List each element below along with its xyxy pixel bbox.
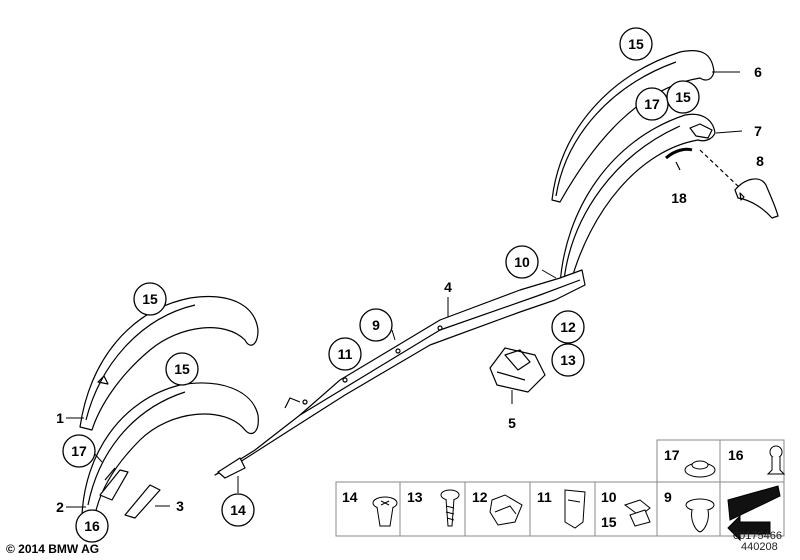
front-wheel-arch-extension <box>81 382 259 516</box>
callout-label: 16 <box>84 518 100 534</box>
document-number-secondary: 440208 <box>741 541 778 553</box>
screw-plug-icon <box>766 445 786 475</box>
callout-label: 15 <box>628 36 644 52</box>
callout-16 <box>75 509 109 543</box>
expanding-rivet-icon <box>372 496 398 527</box>
callout-label: 8 <box>756 153 764 169</box>
tape-arrow-icon <box>727 485 781 542</box>
legend-number: 13 <box>407 489 423 505</box>
clip-icon <box>564 489 586 529</box>
legend-number: 12 <box>472 489 488 505</box>
legend-number: 17 <box>664 447 680 463</box>
legend-number: 11 <box>537 489 552 505</box>
legend-number: 10 <box>601 489 617 505</box>
legend-number: 14 <box>342 489 358 505</box>
legend-number: 15 <box>601 514 617 530</box>
seal-strip <box>665 147 693 160</box>
callout-label: 4 <box>444 279 452 295</box>
callout-13 <box>551 343 585 377</box>
callout-15-front-top <box>133 282 167 316</box>
cover-cap <box>734 178 779 219</box>
legend-number: 16 <box>728 447 744 463</box>
callout-9 <box>359 308 393 342</box>
small-parts-legend <box>335 439 785 537</box>
flap-trim <box>99 467 161 519</box>
callout-11 <box>328 337 362 371</box>
copyright-notice: © 2014 BMW AG <box>6 542 100 556</box>
callout-label: 10 <box>514 254 530 270</box>
screw-icon <box>440 489 460 527</box>
callout-label: 3 <box>176 498 184 514</box>
callout-label: 14 <box>230 502 246 518</box>
callout-17-front <box>62 434 96 468</box>
callout-label: 15 <box>142 291 158 307</box>
mounting-bracket <box>489 347 546 393</box>
callout-label: 12 <box>560 319 576 335</box>
callout-15-rear-top <box>619 27 653 61</box>
callout-12 <box>551 310 585 344</box>
callout-label: 7 <box>754 123 762 139</box>
callout-label: 9 <box>372 317 380 333</box>
document-number: 00175466 <box>733 530 782 542</box>
callout-10 <box>505 245 539 279</box>
callout-15-front-mid <box>165 352 199 386</box>
callout-label: 6 <box>754 64 762 80</box>
callout-15-rear-mid <box>666 80 700 114</box>
callout-label: 17 <box>71 443 87 459</box>
front-wheel-arch-trim <box>79 296 259 431</box>
rear-wheel-arch-extension <box>559 113 716 286</box>
callout-label: 17 <box>644 96 660 112</box>
side-skirt <box>214 269 586 479</box>
nut-clip-icon <box>489 494 523 526</box>
callout-label: 15 <box>174 361 190 377</box>
plastic-nut-icon <box>684 460 716 478</box>
legend-number: 9 <box>664 489 672 505</box>
callout-label: 18 <box>671 190 687 206</box>
callout-label: 2 <box>56 499 64 515</box>
callout-label: 15 <box>675 89 691 105</box>
grommet-icon <box>623 499 651 527</box>
push-pin-icon <box>685 498 715 533</box>
callout-14 <box>221 493 255 527</box>
callout-label: 11 <box>338 346 353 362</box>
callout-label: 1 <box>56 410 64 426</box>
callout-label: 13 <box>560 352 576 368</box>
callout-label: 5 <box>508 415 516 431</box>
